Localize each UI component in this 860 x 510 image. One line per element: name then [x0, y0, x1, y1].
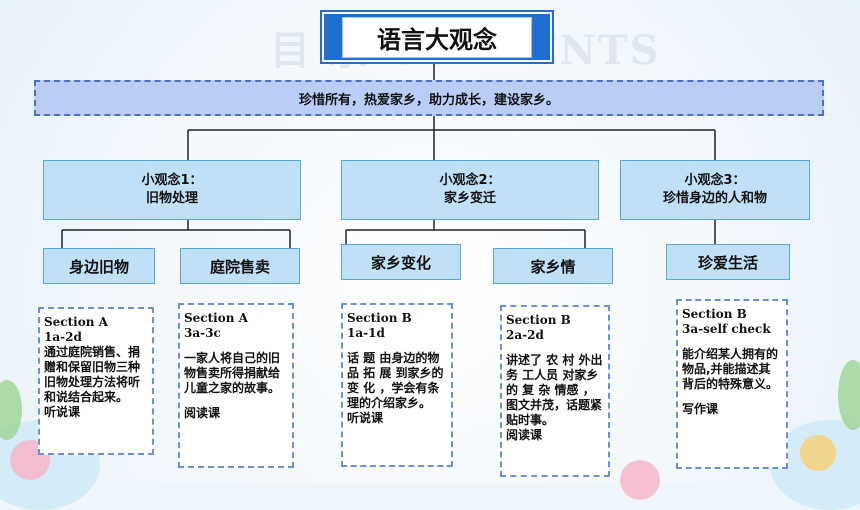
theme-box-1: 身边旧物: [43, 248, 155, 284]
lesson-card-4: Section B 2a-2d 讲述了 农 村 外出务 工人员 对家乡的 复 杂…: [500, 305, 610, 477]
theme-box-3: 家乡变化: [341, 244, 461, 280]
card-section: Section A: [44, 315, 108, 329]
card-range: 2a-2d: [506, 328, 544, 342]
card-lesson-type: 听说课: [347, 411, 384, 425]
decor-leaf-right: [838, 360, 860, 430]
card-section: Section B: [347, 311, 412, 325]
concept-label: 小观念1：: [141, 173, 203, 188]
concept-name: 旧物处理: [145, 191, 198, 206]
lesson-card-5: Section B 3a-self check 能介绍某人拥有的物品,并能描述其…: [676, 299, 788, 469]
lesson-card-3: Section B 1a-1d 话 题 由身边的物品 拓 展 到家乡的 变 化 …: [341, 303, 453, 467]
card-section: Section B: [682, 307, 747, 321]
concept-label: 小观念2：: [439, 173, 501, 188]
card-description: 能介绍某人拥有的物品,并能描述其背后的特殊意义。: [682, 347, 779, 391]
concept-name: 家乡变迁: [443, 191, 496, 206]
card-section: Section A: [184, 311, 248, 325]
card-description: 话 题 由身边的物品 拓 展 到家乡的 变 化 ，学会有条理的介绍家乡。: [347, 351, 444, 410]
card-description: 通过庭院销售、捐赠和保留旧物三种旧物处理方法将听和说结合起来。: [44, 345, 141, 404]
decor-flower-right: [800, 435, 836, 471]
card-lesson-type: 听说课: [44, 405, 81, 419]
lesson-card-2: Section A 3a-3c 一家人将自己的旧物售卖所得捐献给儿童之家的故事。…: [178, 303, 294, 468]
theme-box-4: 家乡情: [493, 248, 613, 284]
decor-leaf-left: [0, 380, 22, 440]
concept-box-2: 小观念2： 家乡变迁: [341, 160, 599, 220]
theme-box-5: 珍爱生活: [666, 244, 790, 280]
concept-name: 珍惜身边的人和物: [662, 191, 767, 206]
concept-label: 小观念3：: [684, 173, 746, 188]
card-range: 1a-1d: [347, 326, 385, 340]
card-lesson-type: 阅读课: [184, 406, 221, 420]
lesson-card-1: Section A 1a-2d 通过庭院销售、捐赠和保留旧物三种旧物处理方法将听…: [38, 307, 154, 455]
card-range: 3a-self check: [682, 322, 771, 336]
concept-box-1: 小观念1： 旧物处理: [43, 160, 301, 220]
card-lesson-type: 写作课: [682, 402, 719, 416]
card-description: 讲述了 农 村 外出务 工人员 对家乡的 复 杂 情感 ， 图文并茂，话题紧贴时…: [506, 353, 603, 427]
page-title: 语言大观念: [342, 16, 532, 58]
title-box: 语言大观念: [322, 12, 552, 62]
card-range: 3a-3c: [184, 326, 221, 340]
theme-box-2: 庭院售卖: [180, 248, 300, 284]
card-range: 1a-2d: [44, 330, 82, 344]
big-idea-banner: 珍惜所有，热爱家乡，助力成长，建设家乡。: [34, 80, 824, 116]
concept-box-3: 小观念3： 珍惜身边的人和物: [620, 160, 810, 220]
card-section: Section B: [506, 313, 571, 327]
card-description: 一家人将自己的旧物售卖所得捐献给儿童之家的故事。: [184, 351, 281, 395]
card-lesson-type: 阅读课: [506, 428, 543, 442]
